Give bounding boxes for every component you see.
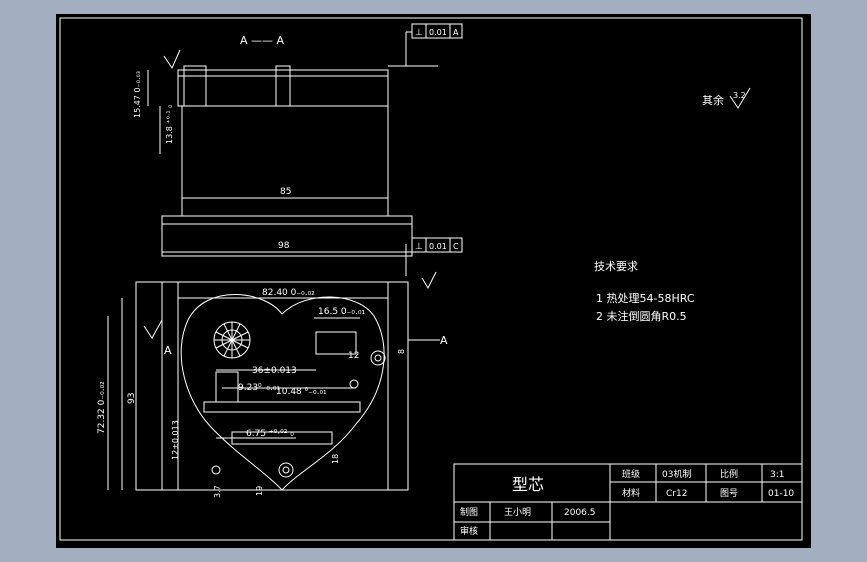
material-value: Cr12 [666, 489, 687, 499]
dim-82-40: 82.40 0₋₀.₀₂ [262, 288, 315, 298]
slot-left [215, 371, 239, 403]
drawing-frame [59, 17, 803, 541]
section-slot-left [183, 65, 207, 107]
svg-text:A: A [453, 28, 459, 37]
pin-hole-bottom-inner [282, 466, 290, 474]
dim-10-48: 10.48 ⁰₋₀.₀₁ [276, 387, 327, 397]
dim-36: 36±0.013 [252, 366, 297, 376]
dim-12: 12 [348, 351, 359, 361]
svg-text:C: C [453, 242, 459, 251]
title-block [453, 463, 803, 541]
pin-hole-bottom [278, 462, 294, 478]
section-top-plate [177, 69, 389, 107]
section-slot-mid [275, 65, 291, 107]
pin-hole-right-inner [374, 354, 382, 362]
svg-text:⊥: ⊥ [415, 28, 423, 38]
slot-long [203, 401, 361, 413]
drafter-label: 制图 [460, 506, 478, 518]
dim-9-23: 9.23⁰₋₀.₀₁ [238, 383, 280, 393]
dim-16-5: 16.5 0₋₀.₀₁ [318, 307, 365, 317]
part-name: 型芯 [512, 475, 544, 494]
section-mark-left: A [164, 344, 172, 357]
tech-req-item-1: 1 热处理54-58HRC [596, 292, 695, 305]
drawing-no-label: 图号 [720, 488, 738, 499]
dim-85: 85 [280, 187, 291, 197]
flatness-tolerance-frame: ⊥ 0.01 A [411, 23, 463, 39]
roughness-rest-label: 其余 [702, 93, 724, 107]
roughness-mark-right [421, 271, 437, 290]
perpendicularity-tolerance-frame: ⊥ 0.01 C [411, 237, 463, 253]
dim-8: 8 [397, 349, 406, 354]
dim-12-013: 12±0.013 [171, 420, 180, 460]
roughness-value: 3.2 [733, 91, 746, 100]
dim-18: 18 [331, 454, 340, 464]
reviewer-label: 审核 [460, 525, 478, 537]
heart-core-outline [180, 294, 385, 491]
tech-req-title: 技术要求 [594, 260, 638, 273]
dim-93: 93 [127, 393, 137, 404]
section-mark-right: A [440, 334, 448, 347]
rosette-rays [214, 322, 250, 358]
svg-text:0.01: 0.01 [429, 242, 447, 251]
scale-label: 比例 [720, 468, 738, 480]
slot-upper-right [315, 331, 357, 355]
plan-outer-plate [135, 281, 409, 491]
drawing-no-value: 01-10 [768, 489, 794, 499]
svg-text:⊥: ⊥ [415, 242, 423, 252]
scale-value: 3:1 [770, 470, 784, 480]
drawing-canvas: A —— A 85 98 15.47 0₋₀.₀₃ 13.8 ⁺⁰·¹ ₀ ⊥ … [56, 14, 811, 548]
dim-72-32: 72.32 0₋₀.₀₂ [97, 381, 107, 434]
small-hole-left [211, 465, 221, 475]
dim-15-47: 15.47 0₋₀.₀₃ [133, 71, 142, 118]
class-value: 03机制 [662, 468, 691, 480]
material-label: 材料 [622, 487, 640, 499]
dim-19: 19 [255, 486, 264, 496]
drafter-name: 王小明 [504, 507, 531, 518]
small-hole [349, 379, 359, 389]
dim-13-8: 13.8 ⁺⁰·¹ ₀ [165, 105, 174, 144]
roughness-mark-top [163, 49, 181, 70]
tech-req-item-2: 2 未注倒圆角R0.5 [596, 309, 687, 323]
dim-98: 98 [278, 241, 290, 251]
roughness-mark-left [143, 319, 163, 339]
roughness-icon [729, 87, 751, 109]
section-base-plate [161, 215, 413, 257]
pin-hole-right [370, 350, 386, 366]
dim-6-75: 6.75 ⁺⁰·⁰² ₀ [246, 429, 294, 439]
cad-drawing: A —— A 85 98 15.47 0₋₀.₀₃ 13.8 ⁺⁰·¹ ₀ ⊥ … [59, 17, 803, 541]
dim-3-7: 3.7 [213, 485, 222, 498]
drawing-date: 2006.5 [564, 508, 596, 518]
svg-text:0.01: 0.01 [429, 28, 447, 37]
section-label: A —— A [240, 34, 285, 47]
class-label: 班级 [622, 468, 640, 480]
section-body [181, 105, 389, 217]
